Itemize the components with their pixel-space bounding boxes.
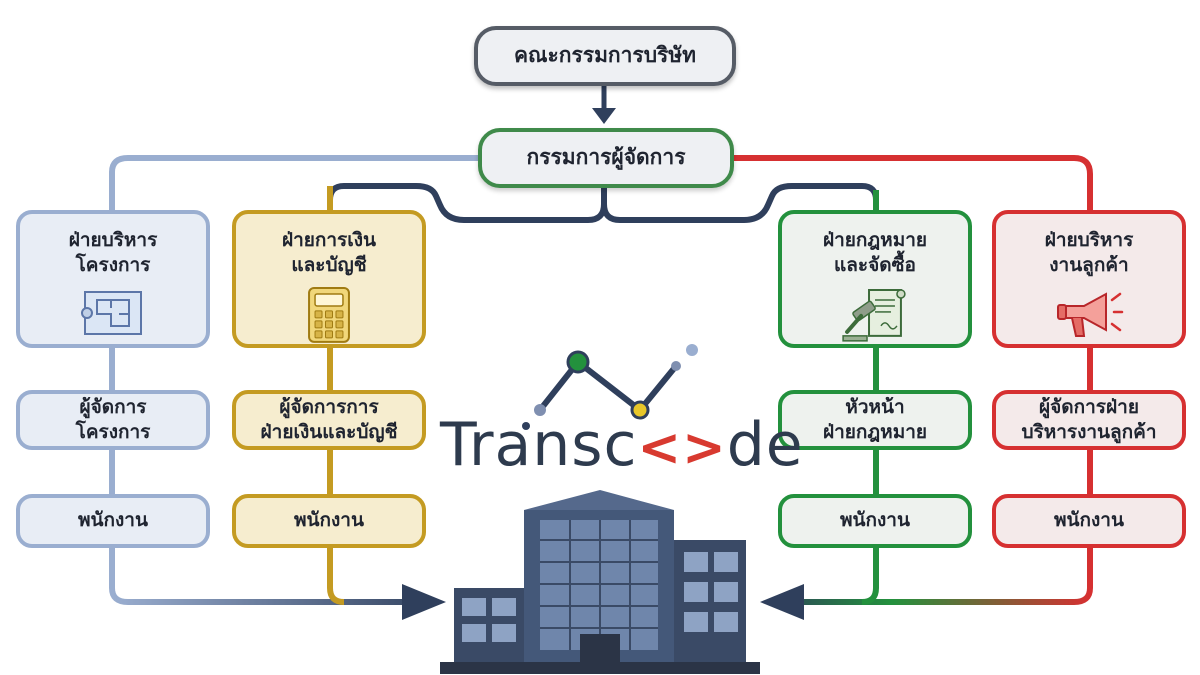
gavel-document-icon [842,289,906,342]
project-department-title: ฝ่ายบริหาร โครงการ [68,229,158,277]
code-brackets-icon: <> [637,418,727,478]
office-building-icon [440,490,760,674]
customer-staff-label: พนักงาน [1054,509,1124,532]
arrow-left-icon [760,584,804,620]
legal-staff-label: พนักงาน [840,509,910,532]
finance-staff-label: พนักงาน [294,509,364,532]
legal-department-title: ฝ่ายกฎหมาย และจัดซื้อ [822,229,928,277]
arrow-right-icon [402,584,446,620]
megaphone-icon [1057,292,1124,338]
finance-department-title: ฝ่ายการเงิน และบัญชี [281,229,377,277]
project-department-box: ฝ่ายบริหาร โครงการ [16,210,210,348]
project-staff-box: พนักงาน [16,494,210,548]
managing-director-label: กรรมการผู้จัดการ [526,145,686,170]
legal-head-box: หัวหน้า ฝ่ายกฎหมาย [778,390,972,450]
arrow-down-icon [592,108,616,124]
logo-text-start: Transc [440,410,638,480]
calculator-icon [308,287,350,344]
board-of-directors-box: คณะกรรมการบริษัท [474,26,736,86]
project-manager-label: ผู้จัดการ โครงการ [75,395,151,443]
customer-manager-box: ผู้จัดการฝ่าย บริหารงานลูกค้า [992,390,1186,450]
managing-director-box: กรรมการผู้จัดการ [478,128,734,188]
legal-department-box: ฝ่ายกฎหมาย และจัดซื้อ [778,210,972,348]
logo-text-end: de [726,410,804,480]
project-staff-label: พนักงาน [78,509,148,532]
project-manager-box: ผู้จัดการ โครงการ [16,390,210,450]
finance-manager-label: ผู้จัดการการ ฝ่ายเงินและบัญชี [260,395,398,443]
finance-staff-box: พนักงาน [232,494,426,548]
customer-staff-box: พนักงาน [992,494,1186,548]
customer-department-box: ฝ่ายบริหาร งานลูกค้า [992,210,1186,348]
finance-department-box: ฝ่ายการเงิน และบัญชี [232,210,426,348]
blueprint-icon [81,291,142,336]
transcode-logo: Transc<>de [440,410,804,480]
legal-head-label: หัวหน้า ฝ่ายกฎหมาย [822,395,928,443]
logo-trend-icon [522,344,698,430]
legal-staff-box: พนักงาน [778,494,972,548]
customer-department-title: ฝ่ายบริหาร งานลูกค้า [1044,229,1134,277]
board-of-directors-label: คณะกรรมการบริษัท [513,43,696,68]
finance-manager-box: ผู้จัดการการ ฝ่ายเงินและบัญชี [232,390,426,450]
customer-manager-label: ผู้จัดการฝ่าย บริหารงานลูกค้า [1021,395,1157,443]
